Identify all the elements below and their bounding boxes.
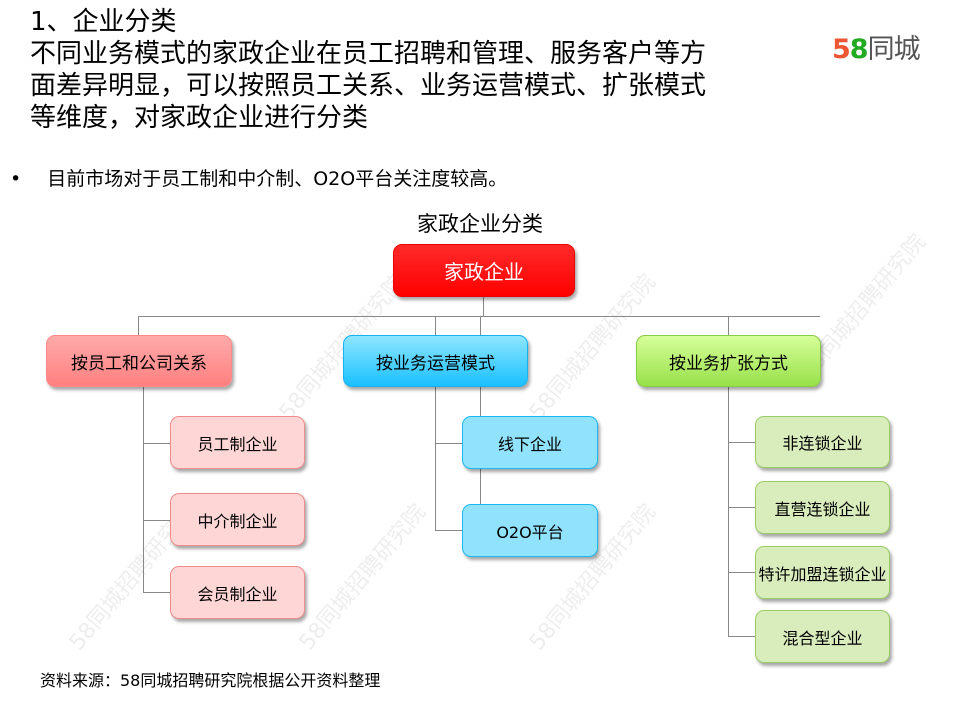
bullet-text: 目前市场对于员工制和中介制、O2O平台关注度较高。 [47, 168, 508, 190]
connector [728, 442, 755, 443]
title-line: 1、企业分类 [30, 7, 177, 37]
bullet-point: •目前市场对于员工制和中介制、O2O平台关注度较高。 [10, 168, 508, 190]
title-line: 不同业务模式的家政企业在员工招聘和管理、服务客户等方 [30, 39, 707, 69]
branch-expansion-mode: 按业务扩张方式 [636, 335, 821, 387]
diagram-title: 家政企业分类 [417, 212, 543, 236]
connector [728, 507, 755, 508]
title-line: 面差异明显，可以按照员工关系、业务运营模式、扩张模式 [30, 71, 707, 101]
connector [143, 592, 170, 593]
leaf-node: O2O平台 [462, 504, 598, 557]
leaf-node: 中介制企业 [170, 493, 305, 546]
logo-text: 同城 [867, 34, 921, 65]
leaf-node: 直营连锁企业 [755, 481, 890, 534]
connector [728, 636, 755, 637]
title-line: 等维度，对家政企业进行分类 [30, 103, 369, 133]
connector [728, 572, 755, 573]
connector [143, 520, 170, 521]
connector [435, 443, 462, 444]
source-note: 资料来源：58同城招聘研究院根据公开资料整理 [40, 671, 381, 690]
connector [143, 443, 170, 444]
connector [483, 297, 484, 316]
58-logo: 58同城 [832, 27, 921, 66]
leaf-node: 线下企业 [462, 416, 598, 469]
leaf-node: 混合型企业 [755, 610, 890, 663]
connector [728, 387, 729, 636]
branch-operation-mode: 按业务运营模式 [343, 335, 528, 387]
connector [138, 316, 820, 317]
root-node: 家政企业 [393, 244, 575, 297]
connector [435, 316, 436, 335]
connector [143, 387, 144, 592]
leaf-node: 特许加盟连锁企业 [755, 546, 890, 599]
leaf-node: 会员制企业 [170, 566, 305, 619]
connector [138, 316, 139, 335]
slide-title: 1、企业分类 不同业务模式的家政企业在员工招聘和管理、服务客户等方 面差异明显，… [30, 6, 706, 134]
leaf-node: 员工制企业 [170, 416, 305, 469]
branch-employee-relation: 按员工和公司关系 [46, 335, 232, 387]
watermark: 58同城招聘研究院 [294, 499, 431, 656]
logo-5: 5 [832, 34, 851, 65]
connector [728, 316, 729, 335]
leaf-node: 非连锁企业 [755, 416, 890, 468]
logo-8: 8 [849, 34, 869, 65]
connector [435, 387, 436, 530]
connector [480, 316, 481, 335]
connector [435, 530, 462, 531]
